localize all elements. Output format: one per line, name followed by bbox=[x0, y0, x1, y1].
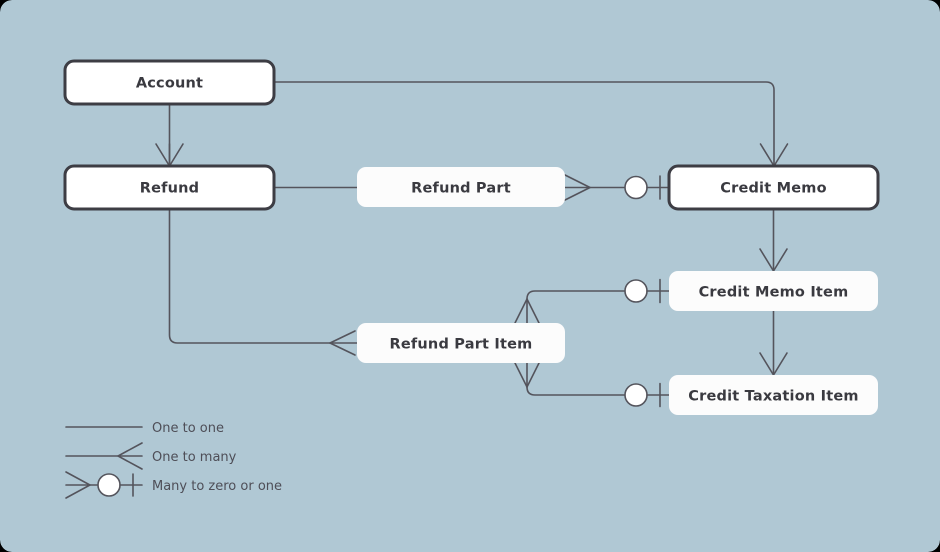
legend-item-one-to-one: One to one bbox=[65, 421, 224, 436]
entity-box[interactable] bbox=[669, 271, 878, 311]
legend-label-many-to-zero-or-one: Many to zero or one bbox=[152, 479, 282, 494]
entity-label-credit-memo-item: Credit Memo Item bbox=[699, 285, 849, 301]
entity-label-credit-taxation-item: Credit Taxation Item bbox=[688, 389, 858, 405]
entity-credit-taxation-item[interactable]: Credit Taxation Item bbox=[669, 375, 878, 415]
entity-label-refund-part-item: Refund Part Item bbox=[389, 337, 532, 353]
connector-account-credit-memo bbox=[273, 81, 789, 167]
connector-credit-memo-item-credit-taxation-item bbox=[759, 310, 788, 376]
legend-label-one-to-one: One to one bbox=[152, 421, 224, 436]
connector-refund-part-item-credit-memo-item bbox=[514, 278, 670, 324]
connector-credit-memo-credit-memo-item bbox=[759, 208, 788, 272]
entity-refund-part-item[interactable]: Refund Part Item bbox=[357, 323, 565, 363]
connector-account-refund bbox=[155, 103, 184, 167]
entity-account[interactable]: Account bbox=[63, 59, 276, 106]
entity-box[interactable] bbox=[357, 167, 565, 207]
legend-symbol-many-to-zero-or-one bbox=[65, 471, 143, 499]
entity-credit-memo-item[interactable]: Credit Memo Item bbox=[669, 271, 878, 311]
legend-item-many-to-zero-or-one: Many to zero or one bbox=[65, 471, 282, 499]
entity-credit-memo[interactable]: Credit Memo bbox=[667, 164, 880, 211]
connector-refund-part-credit-memo bbox=[564, 174, 670, 201]
connector-layer bbox=[155, 81, 789, 408]
entity-label-refund-part: Refund Part bbox=[411, 181, 511, 197]
connector-refund-refund-part-item bbox=[168, 208, 358, 356]
legend-item-one-to-many: One to many bbox=[65, 442, 237, 470]
entity-label-refund: Refund bbox=[140, 181, 200, 197]
entity-label-account: Account bbox=[136, 76, 203, 92]
legend: One to one One to many bbox=[65, 421, 282, 499]
legend-symbol-one-to-many bbox=[65, 442, 143, 470]
legend-label-one-to-many: One to many bbox=[152, 450, 237, 465]
entity-label-credit-memo: Credit Memo bbox=[720, 181, 827, 197]
entity-box[interactable] bbox=[667, 164, 880, 211]
connector-refund-part-item-credit-taxation-item bbox=[514, 362, 670, 408]
entity-box[interactable] bbox=[63, 164, 276, 211]
entity-refund[interactable]: Refund bbox=[63, 164, 276, 211]
entity-box[interactable] bbox=[63, 59, 276, 106]
entity-refund-part[interactable]: Refund Part bbox=[357, 167, 565, 207]
entity-box[interactable] bbox=[669, 375, 878, 415]
entity-box[interactable] bbox=[357, 323, 565, 363]
